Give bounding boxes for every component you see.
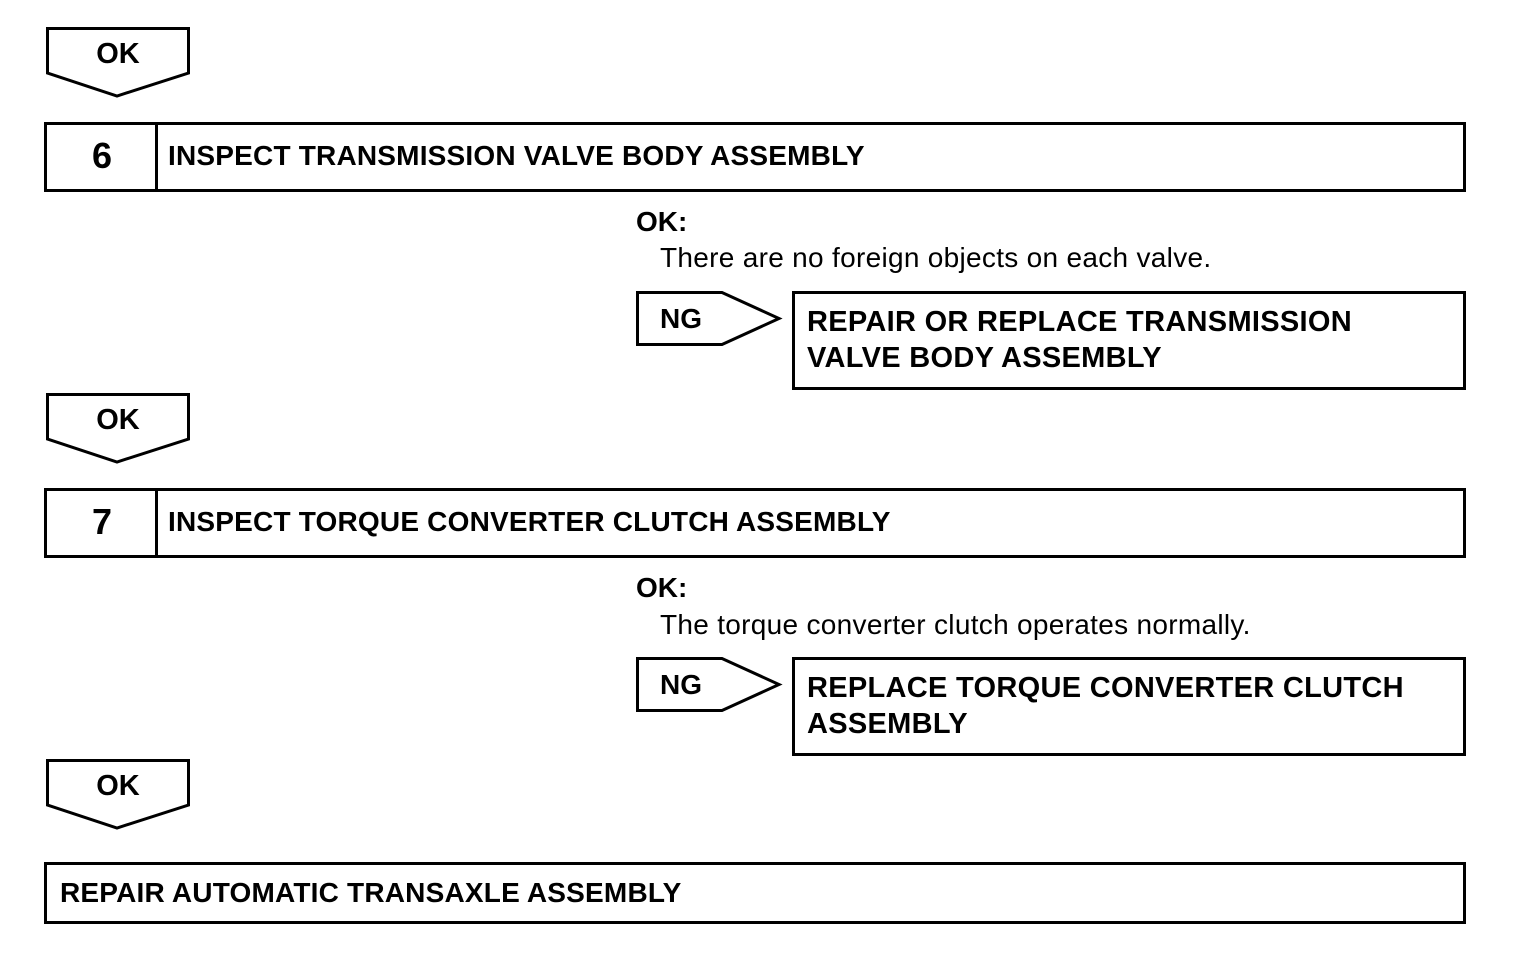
ng-action-line-1: REPAIR OR REPLACE TRANSMISSION <box>807 306 1353 338</box>
ok-label: OK <box>96 38 140 70</box>
step-6-box: 6 INSPECT TRANSMISSION VALVE BODY ASSEMB… <box>44 122 1466 192</box>
ok-label: OK <box>96 770 140 802</box>
ng-action-line-1: REPLACE TORQUE CONVERTER CLUTCH <box>807 672 1404 704</box>
ng-action-line-2: ASSEMBLY <box>807 708 968 740</box>
ok-chevron-shape <box>46 27 190 98</box>
criteria-text: The torque converter clutch operates nor… <box>660 609 1251 640</box>
step-title: INSPECT TRANSMISSION VALVE BODY ASSEMBLY <box>168 140 865 171</box>
ok-chevron-shape <box>46 393 190 464</box>
ng-arrow-shape <box>636 291 783 346</box>
criteria-text: There are no foreign objects on each val… <box>660 242 1212 273</box>
ng-label: NG <box>660 303 702 334</box>
ng-action-box-1: REPAIR OR REPLACE TRANSMISSION VALVE BOD… <box>792 291 1466 390</box>
final-action-box: REPAIR AUTOMATIC TRANSAXLE ASSEMBLY <box>44 862 1466 924</box>
ng-label: NG <box>660 669 702 700</box>
step-divider <box>155 125 158 189</box>
final-action-text: REPAIR AUTOMATIC TRANSAXLE ASSEMBLY <box>60 877 682 908</box>
ng-action-box-2: REPLACE TORQUE CONVERTER CLUTCH ASSEMBLY <box>792 657 1466 756</box>
ok-chevron-shape <box>46 759 190 830</box>
step-divider <box>155 491 158 555</box>
criteria-heading: OK: <box>636 206 688 237</box>
ng-action-line-2: VALVE BODY ASSEMBLY <box>807 342 1162 374</box>
step-title: INSPECT TORQUE CONVERTER CLUTCH ASSEMBLY <box>168 506 891 537</box>
step-number: 6 <box>91 135 113 176</box>
step-number: 7 <box>91 501 113 542</box>
ng-arrow-shape <box>636 657 783 712</box>
ok-label: OK <box>96 404 140 436</box>
criteria-heading: OK: <box>636 572 688 603</box>
step-7-box: 7 INSPECT TORQUE CONVERTER CLUTCH ASSEMB… <box>44 488 1466 558</box>
